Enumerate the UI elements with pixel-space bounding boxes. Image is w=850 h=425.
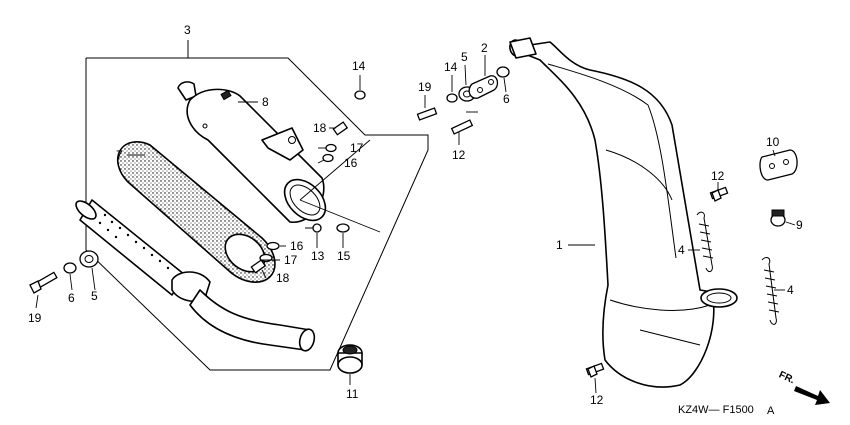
callout-13: 13 bbox=[311, 249, 325, 263]
callout-1: 1 bbox=[556, 238, 563, 252]
callout-15: 15 bbox=[337, 249, 351, 263]
direction-label: FR. bbox=[777, 369, 796, 386]
callout-5-mid: 5 bbox=[461, 50, 468, 64]
muffler-inner-pipe bbox=[75, 199, 316, 352]
diagram-code: KZ4W— F1500 bbox=[678, 404, 754, 416]
callout-19-left: 19 bbox=[28, 311, 42, 325]
callout-10: 10 bbox=[766, 135, 780, 149]
callout-16-top: 16 bbox=[344, 156, 358, 170]
callout-14-top: 14 bbox=[352, 59, 366, 73]
callout-4-right: 4 bbox=[787, 283, 794, 297]
callout-2: 2 bbox=[481, 41, 488, 55]
callout-8: 8 bbox=[262, 95, 269, 109]
callout-4-left: 4 bbox=[678, 243, 685, 257]
grommet bbox=[337, 344, 363, 374]
callout-3: 3 bbox=[184, 23, 191, 37]
callout-16-bottom: 16 bbox=[290, 239, 304, 253]
callout-7: 7 bbox=[116, 148, 123, 162]
muffler-hardware bbox=[250, 90, 381, 274]
expansion-chamber bbox=[509, 37, 738, 388]
callout-9: 9 bbox=[796, 218, 803, 232]
callout-12-mid: 12 bbox=[452, 148, 466, 162]
callout-19-top: 19 bbox=[418, 80, 432, 94]
front-direction-arrow: FR. bbox=[777, 369, 830, 405]
callout-11: 11 bbox=[346, 387, 359, 401]
diagram-revision: A bbox=[767, 405, 775, 417]
callout-5-left: 5 bbox=[91, 289, 98, 303]
left-hardware bbox=[29, 250, 99, 294]
callout-6-left: 6 bbox=[68, 291, 75, 305]
callout-12-bottom: 12 bbox=[590, 393, 604, 407]
callouts: 3 8 7 14 18 17 16 16 17 18 13 15 6 5 19 … bbox=[28, 23, 803, 407]
callout-6-mid: 6 bbox=[503, 92, 510, 106]
callout-17-top: 17 bbox=[350, 141, 364, 155]
callout-12-right: 12 bbox=[711, 169, 725, 183]
callout-17-bottom: 17 bbox=[284, 253, 298, 267]
muffler-shell bbox=[177, 81, 327, 223]
right-hardware bbox=[585, 149, 798, 378]
callout-14-mid: 14 bbox=[444, 60, 458, 74]
muffler-assembly-outline bbox=[85, 40, 429, 371]
flange-hardware bbox=[416, 66, 510, 135]
callout-18-bottom: 18 bbox=[276, 271, 290, 285]
leader-lines bbox=[35, 55, 796, 394]
callout-18-top: 18 bbox=[313, 121, 327, 135]
arrow-icon bbox=[794, 386, 830, 405]
